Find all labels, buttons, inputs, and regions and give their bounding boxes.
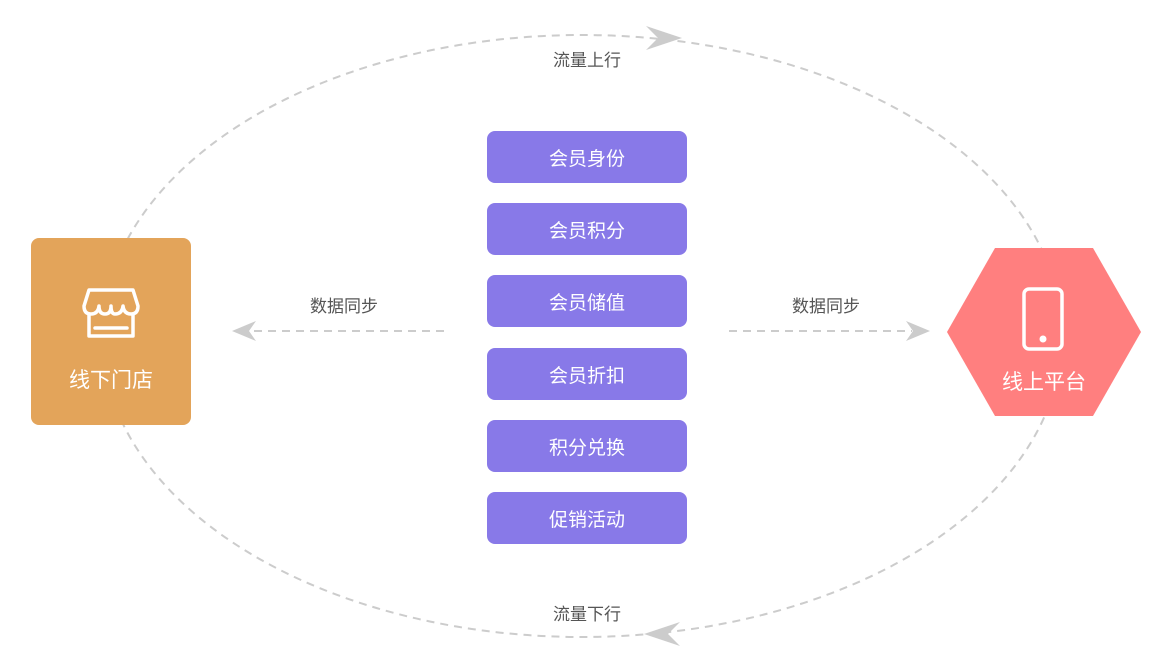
feature-label: 促销活动 — [548, 508, 625, 531]
sync-left-label: 数据同步 — [310, 297, 378, 317]
feature-label: 会员折扣 — [548, 364, 625, 387]
feature-member-points: 会员积分 — [487, 203, 687, 255]
feature-member-discount: 会员折扣 — [487, 348, 687, 400]
smartphone-icon — [1022, 287, 1064, 351]
feature-member-stored-value: 会员储值 — [487, 275, 687, 327]
sync-right-label: 数据同步 — [792, 297, 860, 317]
flow-down-arrow — [644, 622, 680, 646]
online-platform-label: 线上平台 — [1002, 370, 1086, 394]
offline-store-node: 线下门店 — [31, 238, 191, 425]
feature-member-identity: 会员身份 — [487, 131, 687, 183]
storefront-icon — [82, 288, 140, 338]
flow-up-arrow — [646, 26, 682, 50]
feature-promotion: 促销活动 — [487, 492, 687, 544]
online-platform-node: 线上平台 — [947, 248, 1141, 416]
flow-up-label: 流量上行 — [553, 51, 621, 71]
feature-label: 会员储值 — [548, 291, 625, 314]
offline-store-label: 线下门店 — [69, 368, 153, 392]
feature-label: 会员身份 — [548, 147, 625, 170]
feature-label: 会员积分 — [548, 219, 625, 242]
sync-right-arrow — [906, 321, 930, 341]
feature-points-exchange: 积分兑换 — [487, 420, 687, 472]
sync-left-arrow — [232, 321, 256, 341]
feature-label: 积分兑换 — [548, 436, 625, 459]
hexagon-shape — [947, 248, 1141, 416]
flow-down-label: 流量下行 — [553, 605, 621, 625]
